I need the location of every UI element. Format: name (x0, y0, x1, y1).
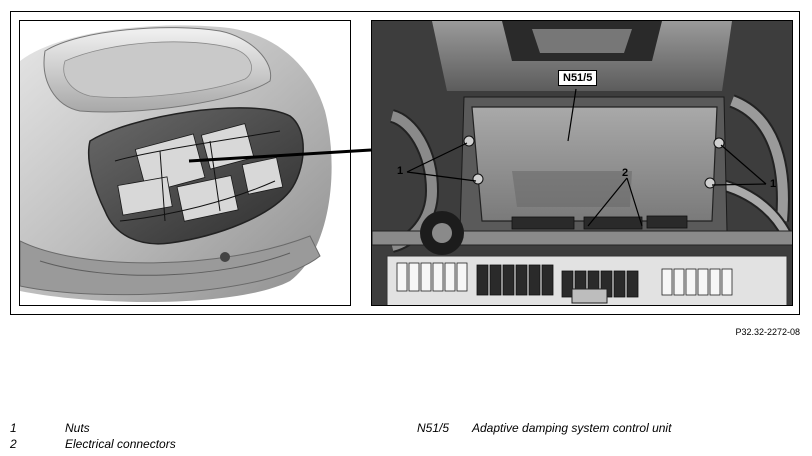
legend-text: Electrical connectors (65, 437, 176, 451)
callout-nuts-left: 1 (397, 165, 404, 177)
callout-unit-label: N51/5 (558, 70, 598, 86)
legend-key: 2 (10, 437, 17, 451)
legend-item: N51/5 Adaptive damping system control un… (417, 420, 671, 436)
figure-frame: N51/5 1 1 2 (10, 11, 800, 315)
figure-id: P32.32-2272-08 (735, 327, 800, 337)
legend-key: N51/5 (417, 421, 450, 435)
legend-right: N51/5 Adaptive damping system control un… (417, 420, 671, 436)
legend-left: 1 Nuts 2 Electrical connectors (10, 420, 176, 452)
control-unit-drawing (372, 21, 792, 305)
vehicle-overview-illustration (19, 20, 351, 306)
legend-key: 1 (10, 421, 17, 435)
legend-text: Nuts (65, 421, 90, 435)
legend-item: 1 Nuts (10, 420, 176, 436)
vehicle-rear-drawing (20, 25, 332, 302)
callout-connectors: 2 (622, 167, 629, 179)
legend-text: Adaptive damping system control unit (472, 421, 672, 435)
legend-item: 2 Electrical connectors (10, 436, 176, 452)
control-unit-detail-illustration: N51/5 1 1 2 (371, 20, 793, 306)
callout-nuts-right: 1 (770, 178, 777, 190)
